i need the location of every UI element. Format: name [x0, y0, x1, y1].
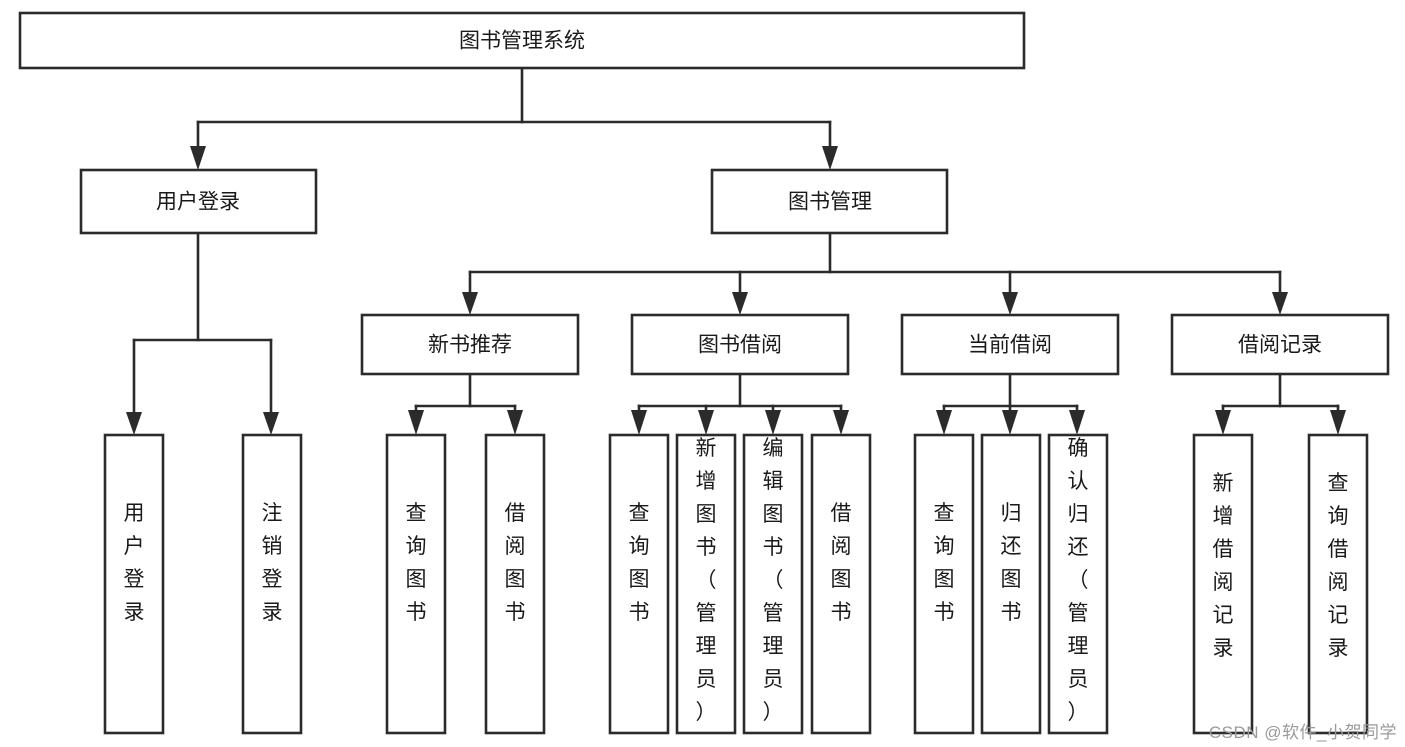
node-leaf-query-book-2-box[interactable]: [608, 433, 670, 735]
node-book-borrow-label: 图书借阅: [698, 334, 782, 357]
node-leaf-query-book-1-label: 查询图书: [406, 502, 427, 624]
node-leaf-query-book-1-box[interactable]: [385, 433, 447, 735]
node-leaf-logout-login-box[interactable]: [241, 433, 303, 735]
edge-group-book-management: [462, 231, 1288, 315]
node-leaf-query-book-1[interactable]: 查询图书: [385, 433, 447, 735]
node-root[interactable]: 图书管理系统: [18, 11, 1026, 70]
node-leaf-logout-login[interactable]: 注销登录: [241, 433, 303, 735]
arrow-head-leaf-user-login: [126, 412, 142, 435]
node-leaf-confirm-return-box[interactable]: [1047, 433, 1109, 735]
arrow-head-leaf-logout-login: [263, 412, 279, 435]
node-leaf-user-login-box[interactable]: [103, 433, 165, 735]
node-leaf-logout-login-label: 注销登录: [262, 502, 283, 624]
node-leaf-user-login-label: 用户登录: [124, 502, 145, 624]
node-user-login-box[interactable]: [79, 168, 318, 235]
node-new-book-recommend-label: 新书推荐: [428, 334, 512, 357]
node-leaf-query-record[interactable]: 查询借阅记录: [1307, 433, 1369, 735]
arrow-head-current-borrow: [1002, 292, 1018, 315]
node-book-borrow[interactable]: 图书借阅: [630, 313, 850, 376]
arrow-head-leaf-add-book: [698, 410, 714, 435]
node-leaf-add-record-label: 新增借阅记录: [1213, 472, 1234, 660]
edge-group-user-login: [126, 231, 279, 435]
edge-group-current-borrow: [936, 372, 1085, 435]
node-leaf-return-book-box[interactable]: [980, 433, 1042, 735]
node-leaf-return-book[interactable]: 归还图书: [980, 433, 1042, 735]
node-leaf-query-book-2[interactable]: 查询图书: [608, 433, 670, 735]
arrow-head-leaf-borrow-book-1: [507, 410, 523, 435]
node-user-login[interactable]: 用户登录: [79, 168, 318, 235]
node-leaf-borrow-book-1[interactable]: 借阅图书: [484, 433, 546, 735]
edge-group-borrow-record: [1215, 372, 1346, 435]
node-borrow-record-label: 借阅记录: [1238, 334, 1322, 357]
node-leaf-borrow-book-2-label: 借阅图书: [831, 502, 852, 624]
node-root-box[interactable]: [18, 11, 1026, 70]
node-leaf-user-login[interactable]: 用户登录: [103, 433, 165, 735]
edge-group-new-book-recommend: [408, 372, 523, 435]
node-leaf-edit-book[interactable]: 编辑图书（管理员）: [742, 433, 804, 735]
node-leaf-borrow-book-1-label: 借阅图书: [505, 502, 526, 624]
node-leaf-edit-book-box[interactable]: [742, 433, 804, 735]
arrow-head-leaf-query-book-2: [631, 410, 647, 435]
node-book-management-box[interactable]: [710, 168, 949, 235]
node-leaf-add-book-label: 新增图书（管理员）: [696, 437, 717, 724]
arrow-head-leaf-add-record: [1215, 410, 1231, 435]
node-leaf-borrow-book-2[interactable]: 借阅图书: [810, 433, 872, 735]
node-leaf-return-book-label: 归还图书: [1001, 502, 1022, 624]
node-leaf-query-book-3-label: 查询图书: [934, 502, 955, 624]
node-book-borrow-box[interactable]: [630, 313, 850, 376]
node-user-login-label: 用户登录: [156, 191, 240, 214]
node-current-borrow[interactable]: 当前借阅: [900, 313, 1120, 376]
node-leaf-query-book-2-label: 查询图书: [629, 502, 650, 624]
node-book-management[interactable]: 图书管理: [710, 168, 949, 235]
edge-group-book-borrow: [631, 372, 849, 435]
node-leaf-add-record[interactable]: 新增借阅记录: [1192, 433, 1254, 735]
arrow-head-leaf-borrow-book-2: [833, 410, 849, 435]
arrow-head-leaf-return-book: [1002, 410, 1018, 435]
node-leaf-confirm-return-label: 确认归还（管理员）: [1068, 437, 1089, 724]
node-borrow-record[interactable]: 借阅记录: [1170, 313, 1390, 376]
node-leaf-confirm-return[interactable]: 确认归还（管理员）: [1047, 433, 1109, 735]
arrow-head-book-management: [822, 146, 838, 170]
node-leaf-query-record-label: 查询借阅记录: [1328, 472, 1349, 660]
node-leaf-add-book-box[interactable]: [675, 433, 737, 735]
node-book-management-label: 图书管理: [788, 191, 872, 214]
arrow-head-leaf-query-book-1: [408, 410, 424, 435]
arrow-head-leaf-edit-book: [765, 410, 781, 435]
node-leaf-edit-book-label: 编辑图书（管理员）: [763, 437, 784, 724]
node-leaf-add-record-box[interactable]: [1192, 433, 1254, 735]
node-root-label: 图书管理系统: [459, 30, 585, 53]
node-new-book-recommend[interactable]: 新书推荐: [360, 313, 580, 376]
edge-group-root: [190, 66, 838, 170]
node-current-borrow-box[interactable]: [900, 313, 1120, 376]
node-leaf-query-book-3[interactable]: 查询图书: [913, 433, 975, 735]
node-leaf-add-book[interactable]: 新增图书（管理员）: [675, 433, 737, 735]
node-borrow-record-box[interactable]: [1170, 313, 1390, 376]
node-leaf-borrow-book-1-box[interactable]: [484, 433, 546, 735]
arrow-head-user-login: [190, 146, 206, 170]
node-new-book-recommend-box[interactable]: [360, 313, 580, 376]
node-leaf-borrow-book-2-box[interactable]: [810, 433, 872, 735]
arrow-head-new-book-recommend: [462, 292, 478, 315]
arrow-head-book-borrow: [732, 292, 748, 315]
arrow-head-borrow-record: [1272, 292, 1288, 315]
watermark-label: CSDN @软件_小贺同学: [1208, 723, 1397, 742]
arrow-head-leaf-confirm-return: [1069, 410, 1085, 435]
node-current-borrow-label: 当前借阅: [968, 334, 1052, 357]
node-leaf-query-record-box[interactable]: [1307, 433, 1369, 735]
arrow-head-leaf-query-book-3: [936, 410, 952, 435]
node-leaf-query-book-3-box[interactable]: [913, 433, 975, 735]
arrow-head-leaf-query-record: [1330, 410, 1346, 435]
